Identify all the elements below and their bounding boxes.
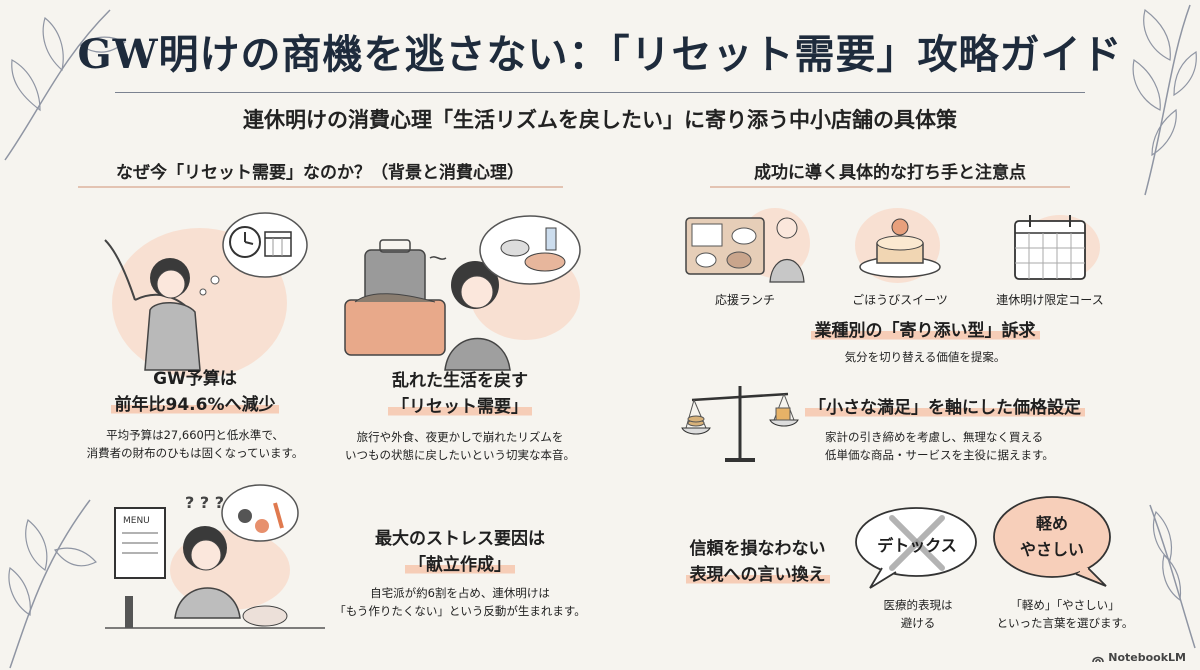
right-section-title: 成功に導く具体的な打ち手と注意点 [754,163,1026,183]
item1-body-1: 平均予算は27,660円と低水準で、 [106,428,284,442]
cake-icon [859,218,941,278]
menu-planning-woman-illustration: MENU ? ? ? [105,484,325,629]
stretching-woman-illustration [104,212,308,371]
item2-heading-1: 乱れた生活を戻す [392,371,528,391]
item2-heading-2: 「リセット需要」 [330,394,590,420]
title-divider [115,92,1085,93]
tired-woman-suitcase-illustration [344,215,581,371]
price-body-2: 低単価な商品・サービスを主役に据えます。 [825,448,1054,462]
caption-good-1: 「軽め」「やさしい」 [1010,598,1120,612]
item2-highlight: 「リセット需要」 [388,397,532,417]
item3-body-1: 自宅派が約6割を占め、連休明けは [370,586,550,600]
calendar-icon [264,231,292,257]
brand-label: NotebookLM [1108,651,1186,664]
caption-bad-2: 避ける [900,616,936,630]
svg-text:? ? ?: ? ? ? [185,493,224,512]
trust-heading-2: 表現への言い換え [670,562,845,588]
brand-footer: NotebookLM [1092,651,1186,664]
menu-board-label: MENU [123,516,150,526]
icon-label-sweets: ごほうびスイーツ [852,293,948,307]
leaf-decoration-top-right [1132,4,1197,196]
trust-heading-1: 信頼を損なわない [689,539,826,559]
appeal-highlight: 業種別の「寄り添い型」訴求 [810,321,1040,341]
bubble-good-text-1: 軽め [1035,514,1068,533]
leaf-decoration-bottom-right [1149,504,1196,649]
calendar-icon [1014,215,1086,280]
menu-board-icon: MENU [114,507,166,579]
item1-heading-1: GW予算は [153,369,237,389]
page-subtitle: 連休明けの消費心理「生活リズムを戻したい」に寄り添う中小店舗の具体策 [243,108,957,132]
item2-body-1: 旅行や外食、夜更かしで崩れたリズムを [356,430,564,444]
price-heading: 「小さな満足」を軸にした価格設定 [805,395,1125,421]
leaf-decoration-bottom-left [8,499,97,669]
trust-highlight: 表現への言い換え [685,565,830,585]
item2-body-2: いつもの状態に戻したいという切実な本音。 [345,448,575,462]
item1-heading-2: 前年比94.6%へ減少 [70,392,320,418]
item1-highlight: 前年比94.6%へ減少 [110,395,280,415]
speech-bubble-bad [855,507,977,589]
price-highlight: 「小さな満足」を軸にした価格設定 [805,398,1085,418]
right-section-underline [710,186,1070,188]
item1-body-2: 消費者の財布のひもは固くなっています。 [86,446,304,460]
page-title: GW明けの商機を逃さない：「リセット需要」攻略ガイド [77,31,1123,78]
leaf-decoration-top-left [4,9,127,161]
item3-highlight: 「献立作成」 [405,555,515,575]
item3-heading-1: 最大のストレス要因は [375,529,545,549]
speech-bubble-good [993,496,1111,587]
caption-good-2: といった言葉を選びます。 [996,616,1134,630]
appeal-heading: 業種別の「寄り添い型」訴求 [780,318,1070,344]
price-body-1: 家計の引き締めを考慮し、無理なく買える [825,430,1044,444]
balance-scale-icon [681,386,799,462]
suitcase-icon [344,239,446,356]
left-section-underline [78,186,563,188]
item3-heading-2: 「献立作成」 [330,552,590,578]
bubble-bad-text: デトックス [877,536,957,555]
caption-bad-1: 医療的表現は [883,598,953,612]
bubble-good-text-2: やさしい [1019,540,1084,559]
notebooklm-logo-icon [1092,656,1105,662]
left-section-title: なぜ今「リセット需要」なのか？（背景と消費心理） [116,163,524,183]
icon-label-lunch: 応援ランチ [714,293,775,307]
icon-label-course: 連休明け限定コース [996,293,1104,307]
item3-body-2: 「もう作りたくない」という反動が生まれます。 [334,604,586,618]
appeal-body: 気分を切り替える価値を提案。 [844,350,1006,364]
lunch-tray-illustration [685,217,805,283]
